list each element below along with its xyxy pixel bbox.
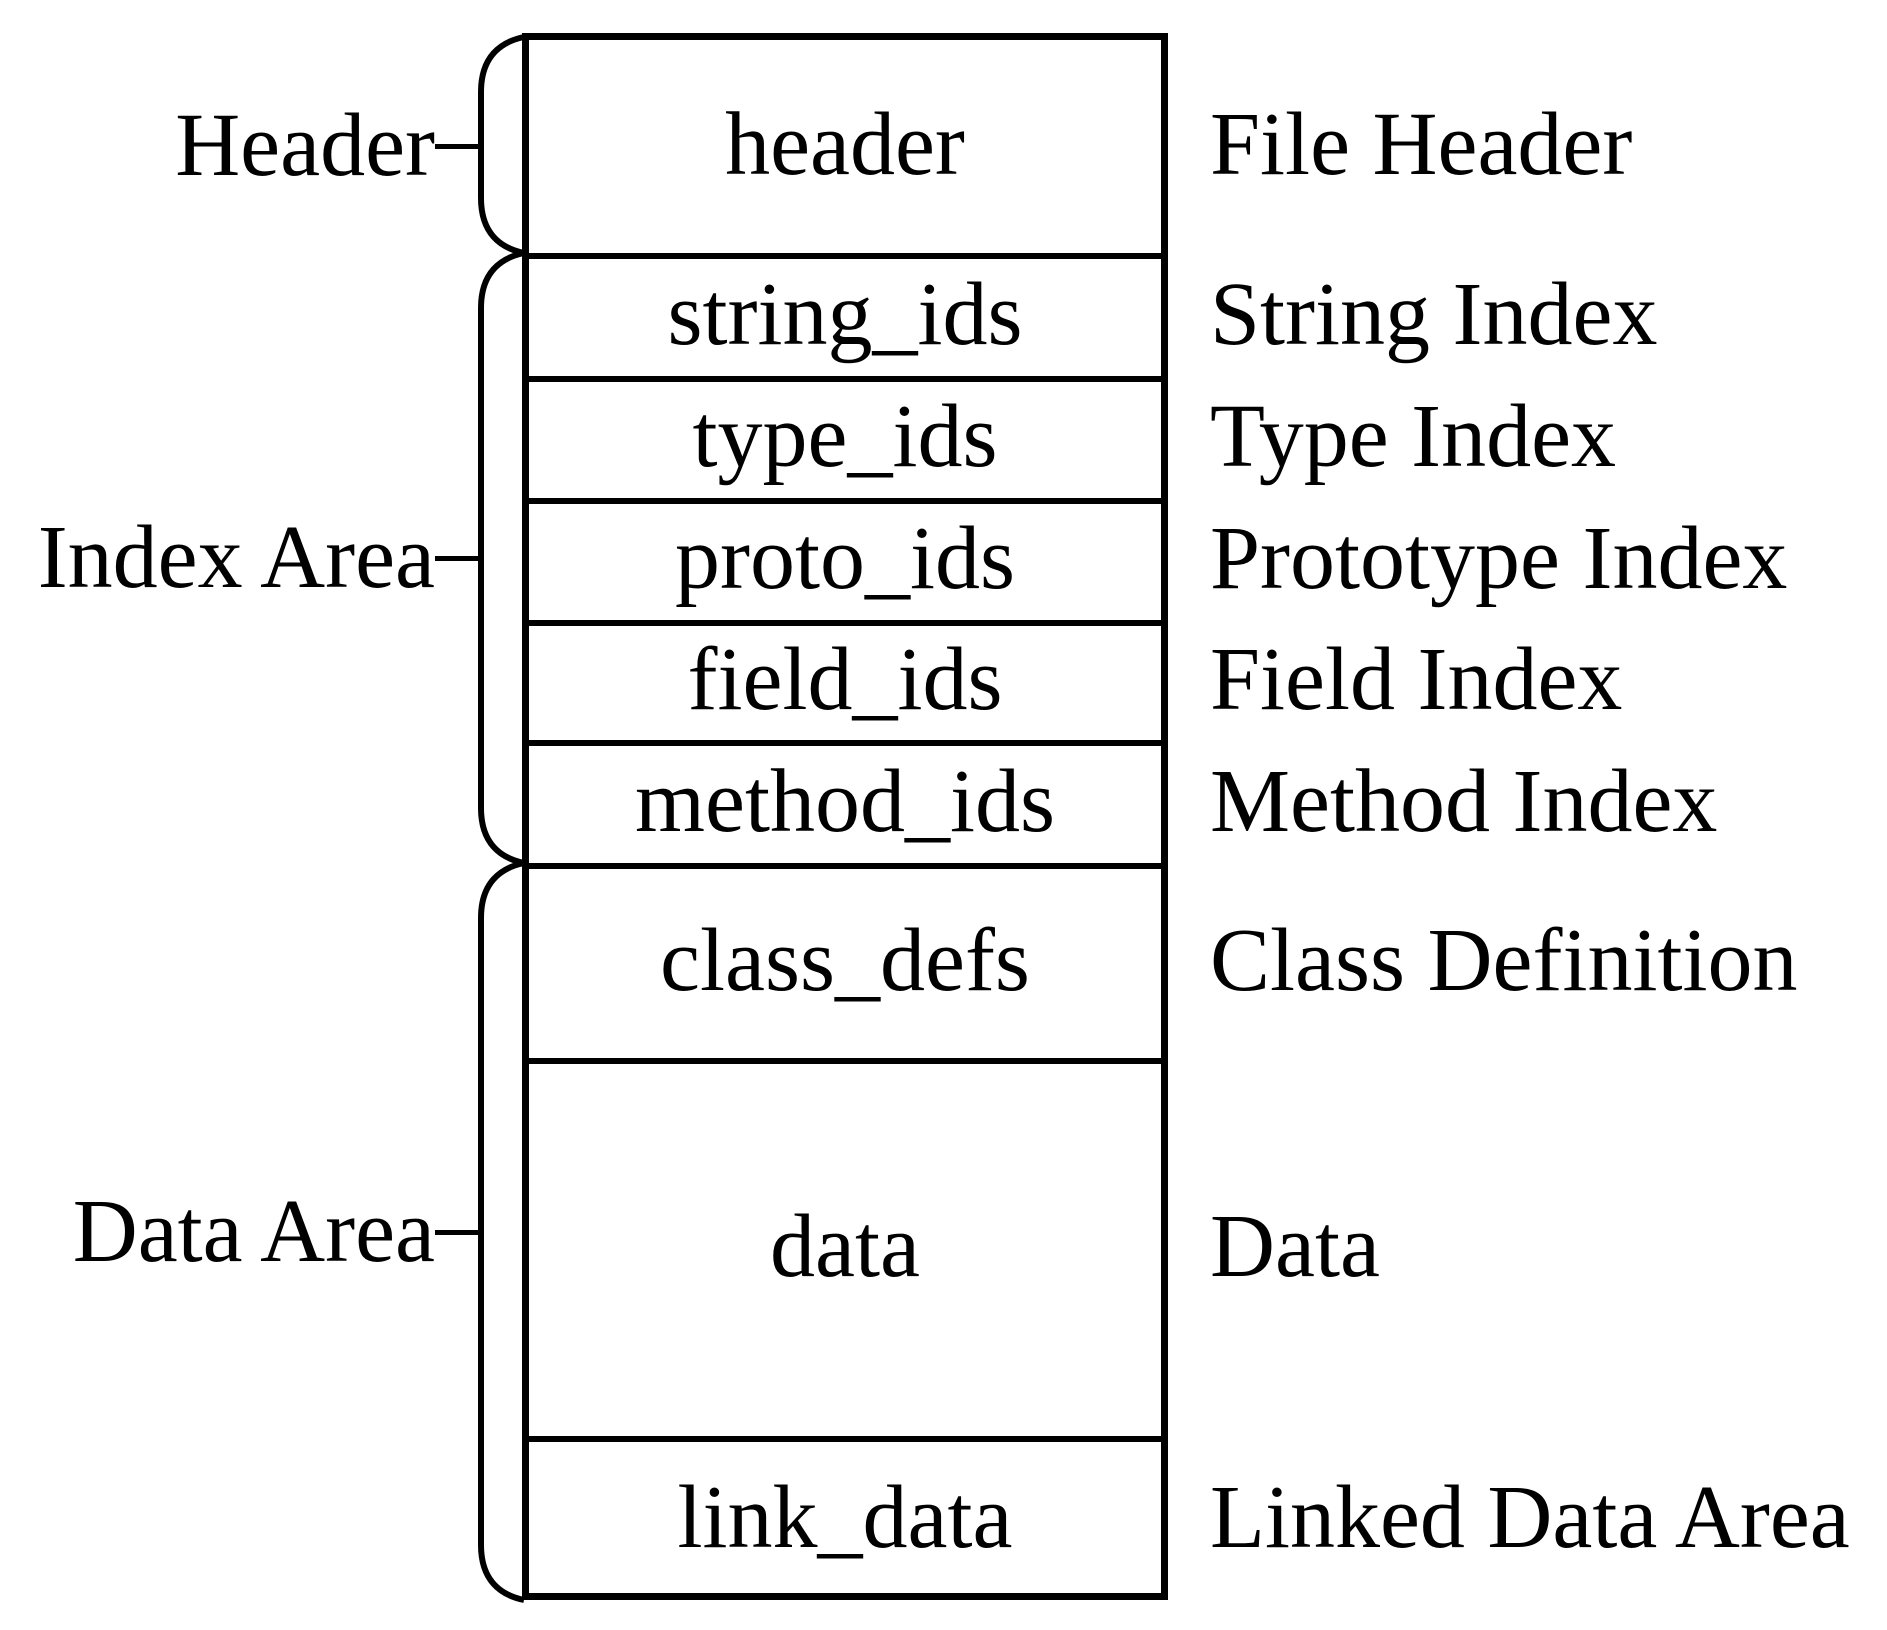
group-label-data-area: Data Area (72, 1182, 435, 1281)
description-file-header: File Header (1210, 95, 1633, 194)
row-separator (529, 740, 1161, 746)
description-method-index: Method Index (1210, 752, 1718, 851)
cell-method-ids: method_ids (635, 752, 1055, 851)
data-area-connector-line (435, 1230, 482, 1235)
structure-box: header string_ids type_ids proto_ids fie… (522, 33, 1168, 1600)
description-prototype-index: Prototype Index (1210, 509, 1788, 608)
cell-class-defs: class_defs (660, 911, 1030, 1010)
description-linked-data-area: Linked Data Area (1210, 1468, 1850, 1567)
cell-type-ids: type_ids (692, 387, 998, 486)
row-separator (529, 498, 1161, 504)
header-brace (478, 34, 525, 256)
index-area-brace (478, 250, 525, 866)
cell-link-data: link_data (677, 1468, 1013, 1567)
group-label-header: Header (175, 96, 435, 195)
row-separator (529, 1436, 1161, 1442)
row-separator (529, 376, 1161, 382)
description-data: Data (1210, 1197, 1380, 1296)
cell-field-ids: field_ids (687, 630, 1003, 729)
cell-string-ids: string_ids (667, 265, 1023, 364)
data-area-brace (478, 860, 525, 1603)
cell-proto-ids: proto_ids (674, 509, 1015, 608)
row-separator (529, 863, 1161, 869)
group-label-index-area: Index Area (37, 508, 435, 607)
index-area-connector-line (435, 556, 482, 561)
description-string-index: String Index (1210, 265, 1658, 364)
header-connector-line (435, 144, 482, 149)
cell-header: header (725, 95, 965, 194)
description-class-definition: Class Definition (1210, 911, 1798, 1010)
description-field-index: Field Index (1210, 630, 1623, 729)
description-type-index: Type Index (1210, 387, 1617, 486)
row-separator (529, 1058, 1161, 1064)
cell-data: data (770, 1197, 920, 1296)
row-separator (529, 620, 1161, 626)
row-separator (529, 253, 1161, 259)
